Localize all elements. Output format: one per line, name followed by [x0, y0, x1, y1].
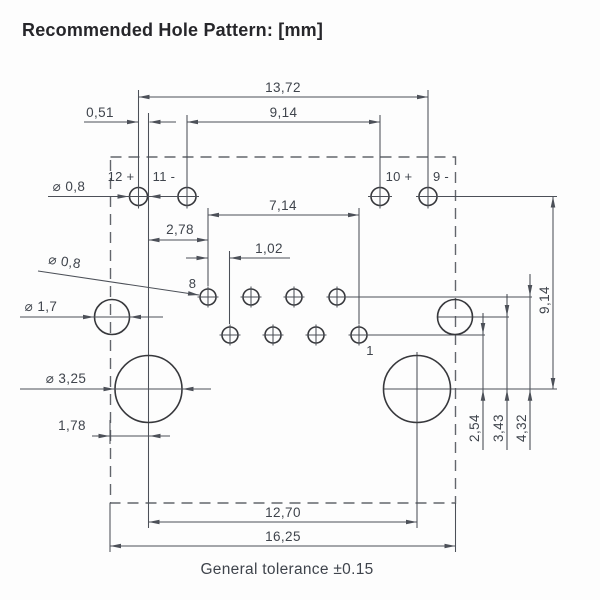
- pin11-label: 11 -: [153, 169, 176, 184]
- svg-text:3,43: 3,43: [491, 414, 506, 442]
- pin10-label: 10 +: [386, 169, 413, 184]
- svg-text:12,70: 12,70: [265, 505, 301, 520]
- hole-pin10: [368, 184, 392, 209]
- dimension-outer-hole-span: 13,72: [138, 80, 428, 100]
- svg-text:9,14: 9,14: [537, 286, 552, 314]
- svg-text:⌀ 3,25: ⌀ 3,25: [46, 371, 87, 386]
- dimension-contact-stagger: 1,02: [186, 241, 290, 261]
- svg-text:13,72: 13,72: [265, 80, 301, 95]
- svg-text:0,51: 0,51: [86, 105, 114, 120]
- svg-text:⌀ 1,7: ⌀ 1,7: [25, 299, 58, 314]
- svg-text:1,78: 1,78: [58, 418, 86, 433]
- dimension-contact-offset: 2,78: [148, 222, 208, 243]
- dimension-shield-row-depth: 9,14: [537, 196, 556, 389]
- callout-shield-hole-dia: ⌀ 0,8: [48, 179, 178, 199]
- pin9-label: 9 -: [433, 169, 449, 184]
- pin8-label: 8: [189, 276, 197, 291]
- hole-pin9: [416, 184, 440, 209]
- callout-post-hole-dia: ⌀ 3,25: [20, 371, 211, 392]
- dimension-post-span: 12,70: [148, 505, 417, 525]
- side-hole-right: [436, 298, 474, 336]
- general-tolerance-note: General tolerance ±0.15: [200, 561, 373, 578]
- svg-text:7,14: 7,14: [269, 198, 297, 213]
- dimension-bottom-row-depth: 2,54: [467, 313, 486, 450]
- contact-holes: 8 1: [189, 276, 374, 358]
- hole-pin11: [175, 184, 199, 209]
- pin12-label: 12 +: [108, 169, 135, 184]
- svg-text:2,78: 2,78: [166, 222, 194, 237]
- component-outline-dashed: [109, 156, 457, 504]
- page-title: Recommended Hole Pattern: [mm]: [22, 20, 323, 40]
- svg-text:⌀ 0,8: ⌀ 0,8: [53, 179, 86, 194]
- pin1-label: 1: [366, 343, 374, 358]
- svg-text:2,54: 2,54: [467, 414, 482, 442]
- contact-row-bottom: [219, 324, 370, 346]
- svg-text:16,25: 16,25: [265, 529, 301, 544]
- svg-text:1,02: 1,02: [255, 241, 283, 256]
- extension-lines: [109, 90, 557, 552]
- dimension-side-hole-depth: 3,43: [491, 294, 510, 450]
- callout-contact-hole-dia: ⌀ 0,8: [37, 252, 200, 296]
- dimension-contact-span: 7,14: [208, 198, 359, 218]
- svg-text:9,14: 9,14: [270, 105, 298, 120]
- contact-row-top: [197, 286, 348, 308]
- dimension-inner-hole-span: 9,14: [187, 105, 380, 125]
- dimension-post-offset: 1,78: [58, 418, 170, 439]
- post-hole-right: [382, 354, 452, 424]
- shield-holes: 12 + 11 - 10 + 9 -: [108, 169, 449, 209]
- dimension-top-row-depth: 4,32: [514, 274, 533, 450]
- svg-text:4,32: 4,32: [514, 414, 529, 442]
- callout-side-hole-dia: ⌀ 1,7: [20, 299, 163, 320]
- dimension-hole12-offset: 0,51: [84, 105, 176, 125]
- svg-text:⌀ 0,8: ⌀ 0,8: [47, 252, 82, 272]
- dimension-overall-width: 16,25: [110, 529, 456, 549]
